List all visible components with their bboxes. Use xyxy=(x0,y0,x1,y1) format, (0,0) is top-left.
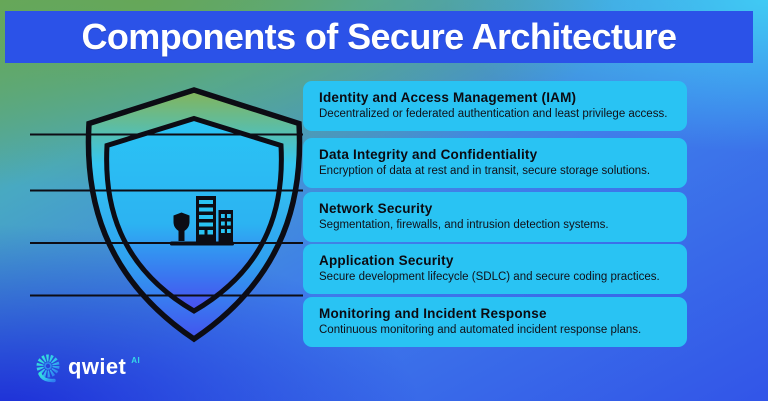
page-title: Components of Secure Architecture xyxy=(81,16,678,57)
card-title: Data Integrity and Confidentiality xyxy=(319,147,538,163)
card-title: Monitoring and Incident Response xyxy=(319,306,547,322)
header-bar: Components of Secure Architecture xyxy=(5,11,753,63)
separator-line xyxy=(30,189,303,192)
card-title: Application Security xyxy=(319,253,454,269)
card-description: Decentralized or federated authenticatio… xyxy=(319,107,668,120)
brand-name: qwiet xyxy=(68,354,127,379)
separator-line xyxy=(30,294,303,297)
card-description: Continuous monitoring and automated inci… xyxy=(319,323,642,336)
building-icon xyxy=(170,196,234,246)
card-title: Network Security xyxy=(319,201,433,217)
card-title: Identity and Access Management (IAM) xyxy=(319,90,577,106)
card-monitoring: Monitoring and Incident Response Continu… xyxy=(303,297,687,347)
card-description: Segmentation, firewalls, and intrusion d… xyxy=(319,218,609,231)
card-iam: Identity and Access Management (IAM) Dec… xyxy=(303,81,687,131)
card-description: Secure development lifecycle (SDLC) and … xyxy=(319,270,660,283)
separator-line xyxy=(30,133,303,136)
card-network-security: Network Security Segmentation, firewalls… xyxy=(303,192,687,242)
separator-line xyxy=(30,242,303,244)
qwiet-spiral-icon xyxy=(36,354,60,383)
separator-lines xyxy=(30,133,303,297)
brand-logo: qwiet AI xyxy=(33,349,140,385)
card-application-security: Application Security Secure development … xyxy=(303,244,687,294)
shield-inner-fill xyxy=(104,115,284,314)
brand-suffix: AI xyxy=(131,356,141,365)
card-data-integrity: Data Integrity and Confidentiality Encry… xyxy=(303,138,687,188)
card-description: Encryption of data at rest and in transi… xyxy=(319,164,651,177)
